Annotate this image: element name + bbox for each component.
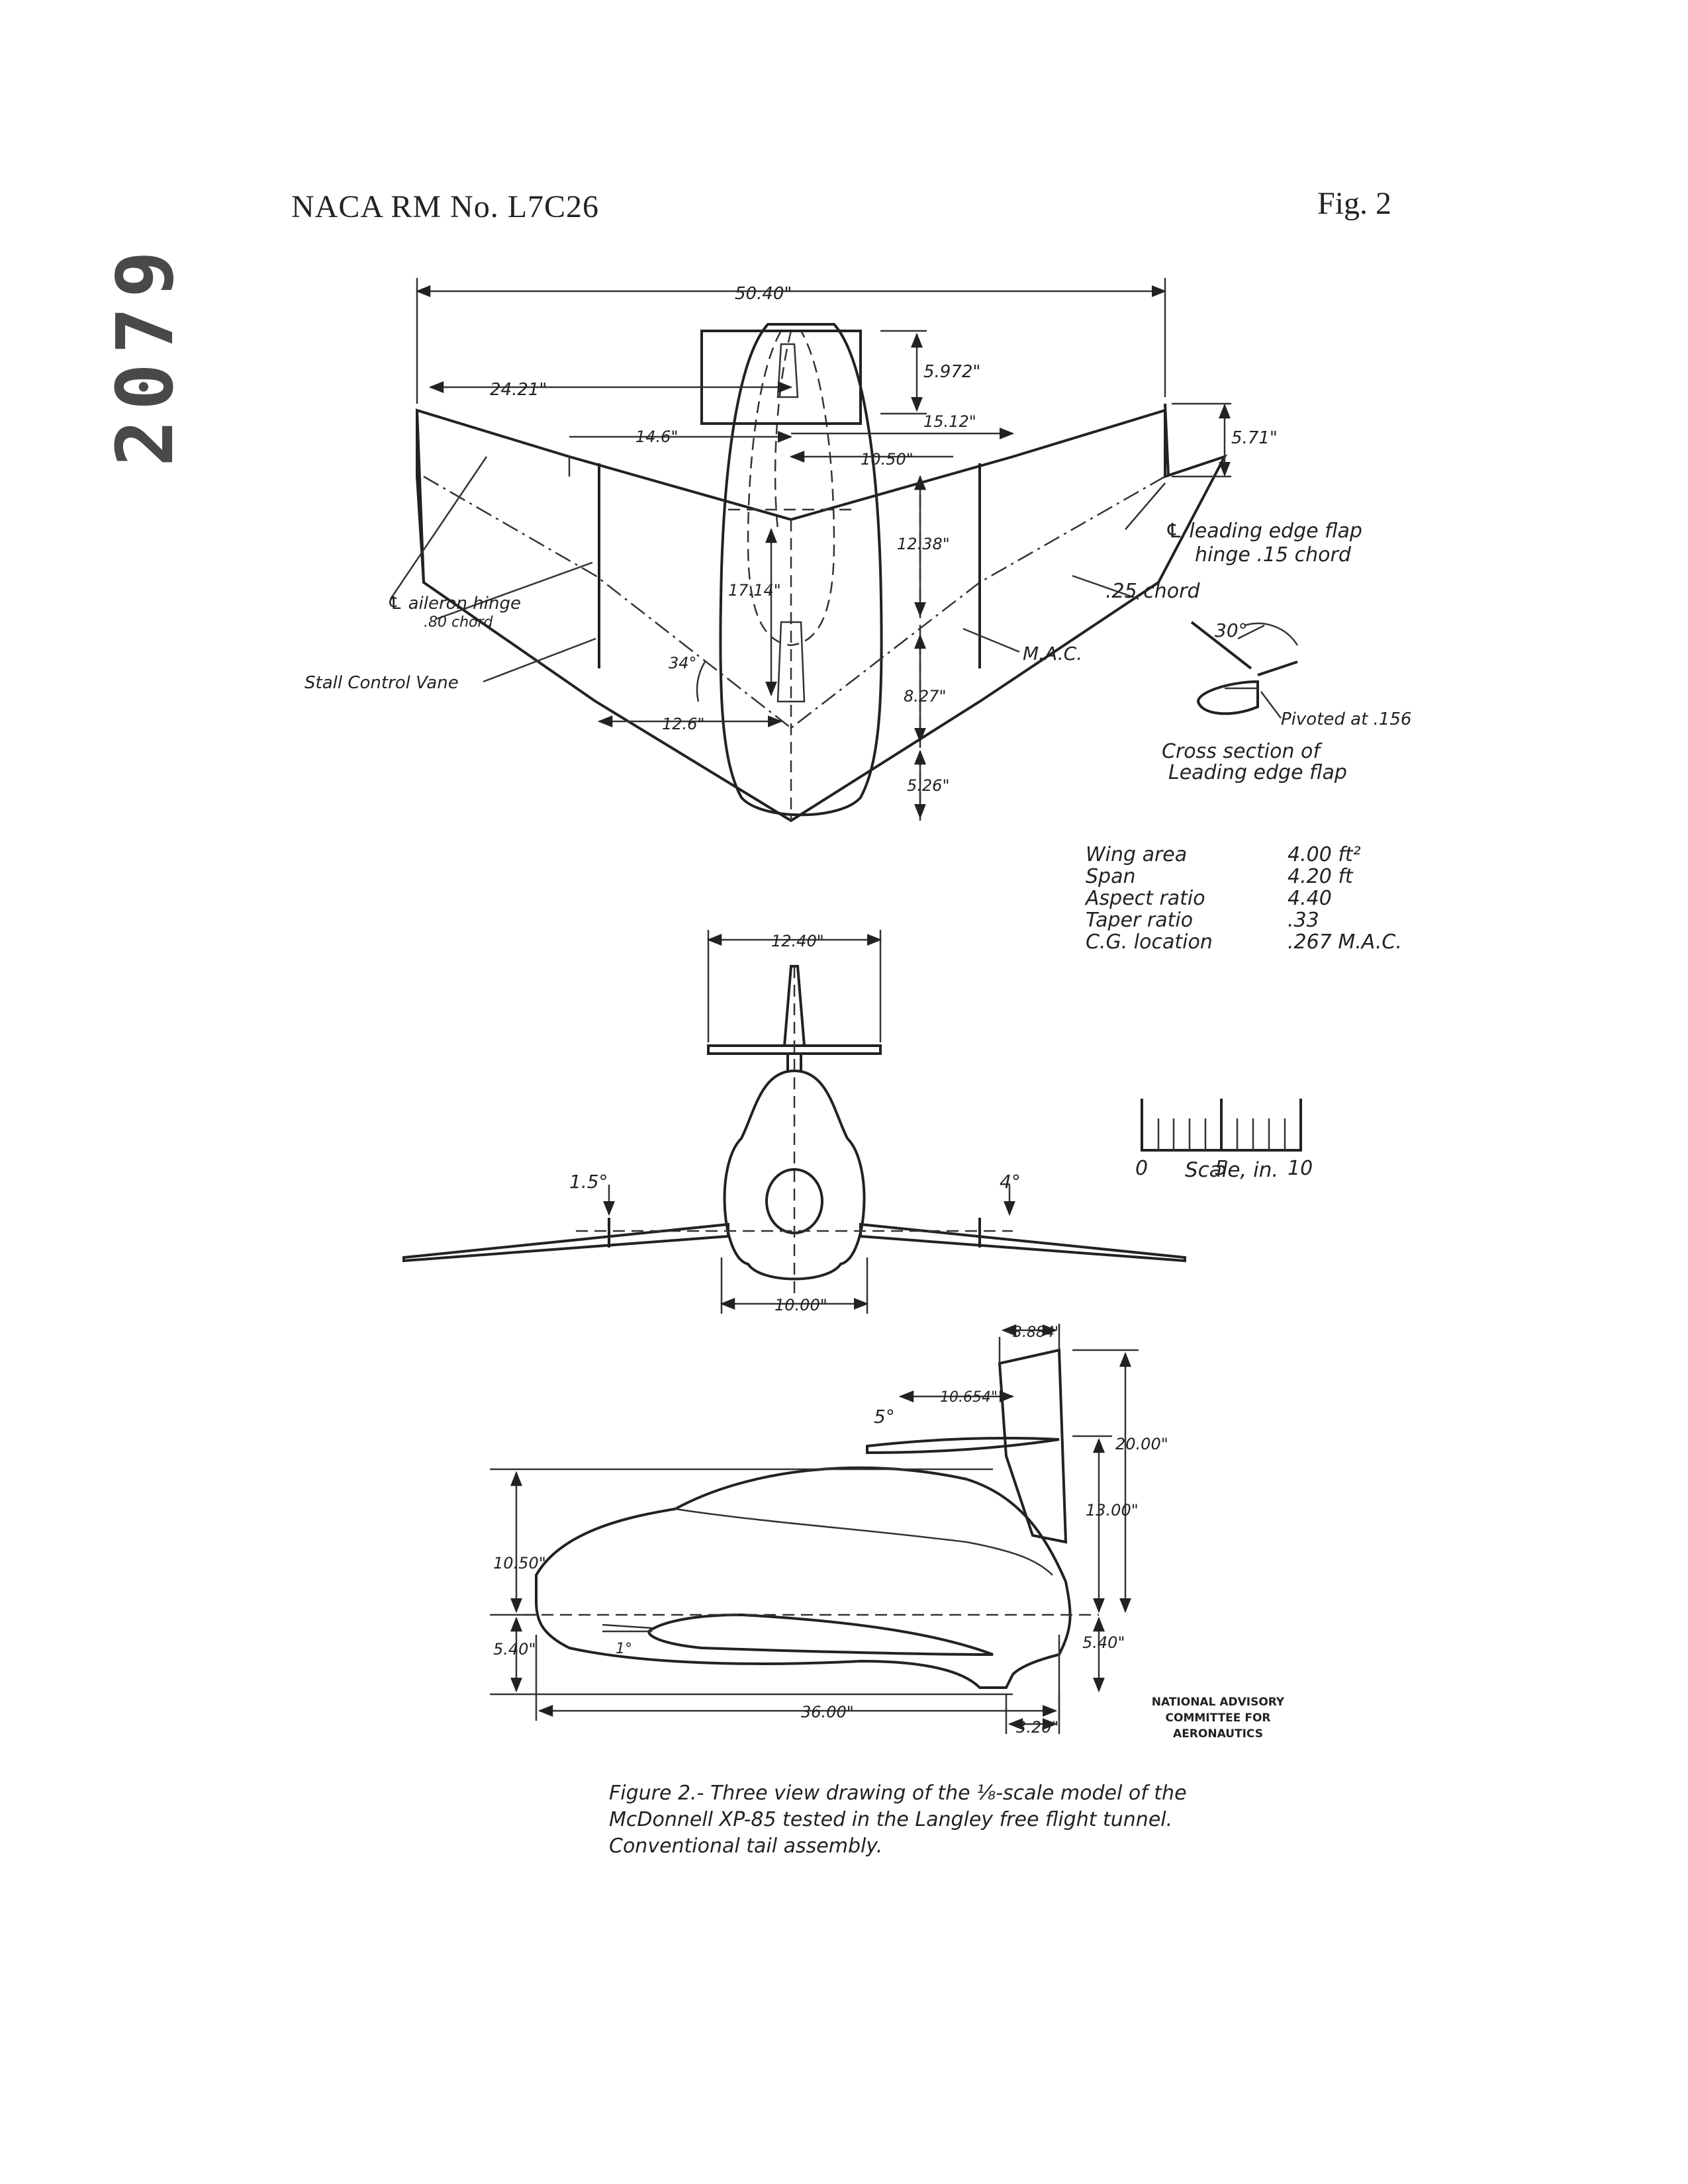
tail-span-dim: 12.40": [771, 932, 824, 950]
front-wing-right: [859, 1222, 1186, 1263]
flap-section: 30° Pivoted at .156 Cross section of Lea…: [1162, 619, 1411, 784]
lower-station-dim: 8.27": [904, 687, 946, 705]
flap-pivot: Pivoted at .156: [1281, 709, 1411, 729]
figure-caption: Figure 2.- Three view drawing of the ⅛-s…: [609, 1780, 1304, 1860]
aft-lower-dim: 5.40": [1082, 1633, 1125, 1652]
plan-hinge-line-left: [423, 475, 792, 729]
tail-length-dim: 5.972": [923, 362, 980, 382]
spec-value: .33: [1288, 909, 1319, 932]
side-view: 3.884" 10.654" 5° 20.00" 13.00" 10.50" 5…: [490, 1324, 1168, 1737]
left-dihedral-dim: 1.5°: [569, 1171, 608, 1193]
scale-tick-10: 10: [1288, 1157, 1313, 1180]
scale-tick-5: 5: [1215, 1157, 1227, 1180]
plan-wing: [416, 408, 1228, 823]
le-flap-label-1: ℄ leading edge flap: [1165, 520, 1362, 543]
plan-fuselage-inner: [747, 330, 835, 647]
quarter-chord-label: .25 chord: [1105, 580, 1200, 603]
tail-incidence-dim: 5°: [874, 1406, 895, 1428]
spec-value: 4.00 ft²: [1288, 843, 1361, 866]
vane-offset-dim: 12.6": [662, 715, 704, 733]
figure-number: Fig. 2: [1317, 186, 1392, 221]
naca-line-1: NATIONAL ADVISORY: [1151, 1696, 1285, 1709]
flap-title-2: Leading edge flap: [1168, 761, 1347, 784]
caption-line-3: Conventional tail assembly.: [609, 1835, 883, 1858]
right-dihedral-dim: 4°: [1000, 1171, 1021, 1193]
side-body: [535, 1466, 1072, 1689]
spec-value: .267 M.A.C.: [1288, 931, 1402, 954]
tip-chord-dim: 5.71": [1231, 428, 1278, 448]
body-width-dim: 10.00": [774, 1296, 827, 1314]
flap-title-1: Cross section of: [1162, 740, 1323, 763]
front-view: 12.40" 1.5° 4° 10.00": [402, 930, 1186, 1314]
body-lower-dim: 5.40": [493, 1640, 536, 1659]
front-wing-left: [402, 1222, 729, 1263]
inner-offset-dim: 14.6": [635, 428, 678, 446]
naca-stamp: NATIONAL ADVISORY COMMITTEE FOR AERONAUT…: [1119, 1694, 1317, 1742]
side-wing: [647, 1613, 994, 1656]
spec-row: Taper ratio .33: [1086, 909, 1460, 931]
report-number: NACA RM No. L7C26: [291, 189, 600, 224]
spec-label: Aspect ratio: [1086, 887, 1205, 910]
fin-height-dim: 20.00": [1115, 1435, 1168, 1453]
scale-label: Scale, in.: [1185, 1158, 1279, 1182]
sweep-angle-dim: 34°: [669, 654, 697, 672]
caption-line-1: Figure 2.- Three view drawing of the ⅛-s…: [609, 1782, 1187, 1805]
spec-label: C.G. location: [1086, 931, 1213, 954]
flap-angle: 30°: [1215, 619, 1248, 641]
spec-row: C.G. location .267 M.A.C.: [1086, 931, 1460, 953]
spec-row: Aspect ratio 4.40: [1086, 887, 1460, 909]
tip-offset-dim: 15.12": [923, 412, 976, 431]
tail-chord-dim: 10.654": [940, 1389, 998, 1406]
side-tailplane: [866, 1437, 1060, 1455]
model-specs-table: Wing area 4.00 ft² Span 4.20 ft Aspect rat…: [1086, 844, 1460, 953]
fin-mid-dim: 13.00": [1086, 1501, 1139, 1520]
half-span-dim: 24.21": [490, 380, 547, 400]
spec-label: Taper ratio: [1086, 909, 1194, 932]
spec-label: Wing area: [1086, 843, 1188, 866]
front-body: [723, 1069, 866, 1281]
caption-line-2: McDonnell XP-85 tested in the Langley fr…: [609, 1808, 1173, 1831]
spec-value: 4.20 ft: [1288, 865, 1353, 888]
fin-top-dim: 3.884": [1013, 1324, 1061, 1341]
aileron-hinge-label: ℄ aileron hinge: [387, 594, 521, 614]
body-length-dim: 36.00": [801, 1703, 854, 1721]
scale-tick-0: 0: [1135, 1157, 1148, 1180]
spec-row: Span 4.20 ft: [1086, 866, 1460, 887]
plan-fuselage: [719, 323, 883, 817]
spec-row: Wing area 4.00 ft²: [1086, 844, 1460, 866]
tail-offset-dim: 3.20": [1016, 1718, 1058, 1737]
aft-station-dim: 5.26": [907, 776, 949, 795]
wing-incidence-dim: 1°: [616, 1641, 632, 1657]
stall-vane-label: Stall Control Vane: [305, 673, 459, 693]
scale-bar: 0 5 10: [1135, 1099, 1313, 1180]
fuselage-mid-dim: 17.14": [728, 581, 781, 600]
chord-station-dim: 12.38": [897, 535, 950, 553]
plan-view: 50.40" 24.21" 5.972" 14.6" 15.12" 10.50"…: [305, 278, 1362, 823]
body-upper-dim: 10.50": [493, 1554, 546, 1572]
naca-line-2: COMMITTEE FOR AERONAUTICS: [1165, 1711, 1271, 1741]
span-dim: 50.40": [735, 284, 792, 304]
spec-value: 4.40: [1288, 887, 1332, 910]
spec-label: Span: [1086, 865, 1136, 888]
side-fin: [998, 1348, 1068, 1544]
le-flap-label-2: hinge .15 chord: [1195, 543, 1352, 567]
front-tailplane: [707, 1044, 882, 1055]
mid-offset-dim: 10.50": [861, 450, 914, 469]
mac-label: M.A.C.: [1023, 643, 1082, 664]
aileron-chord-label: .80 chord: [424, 614, 494, 631]
